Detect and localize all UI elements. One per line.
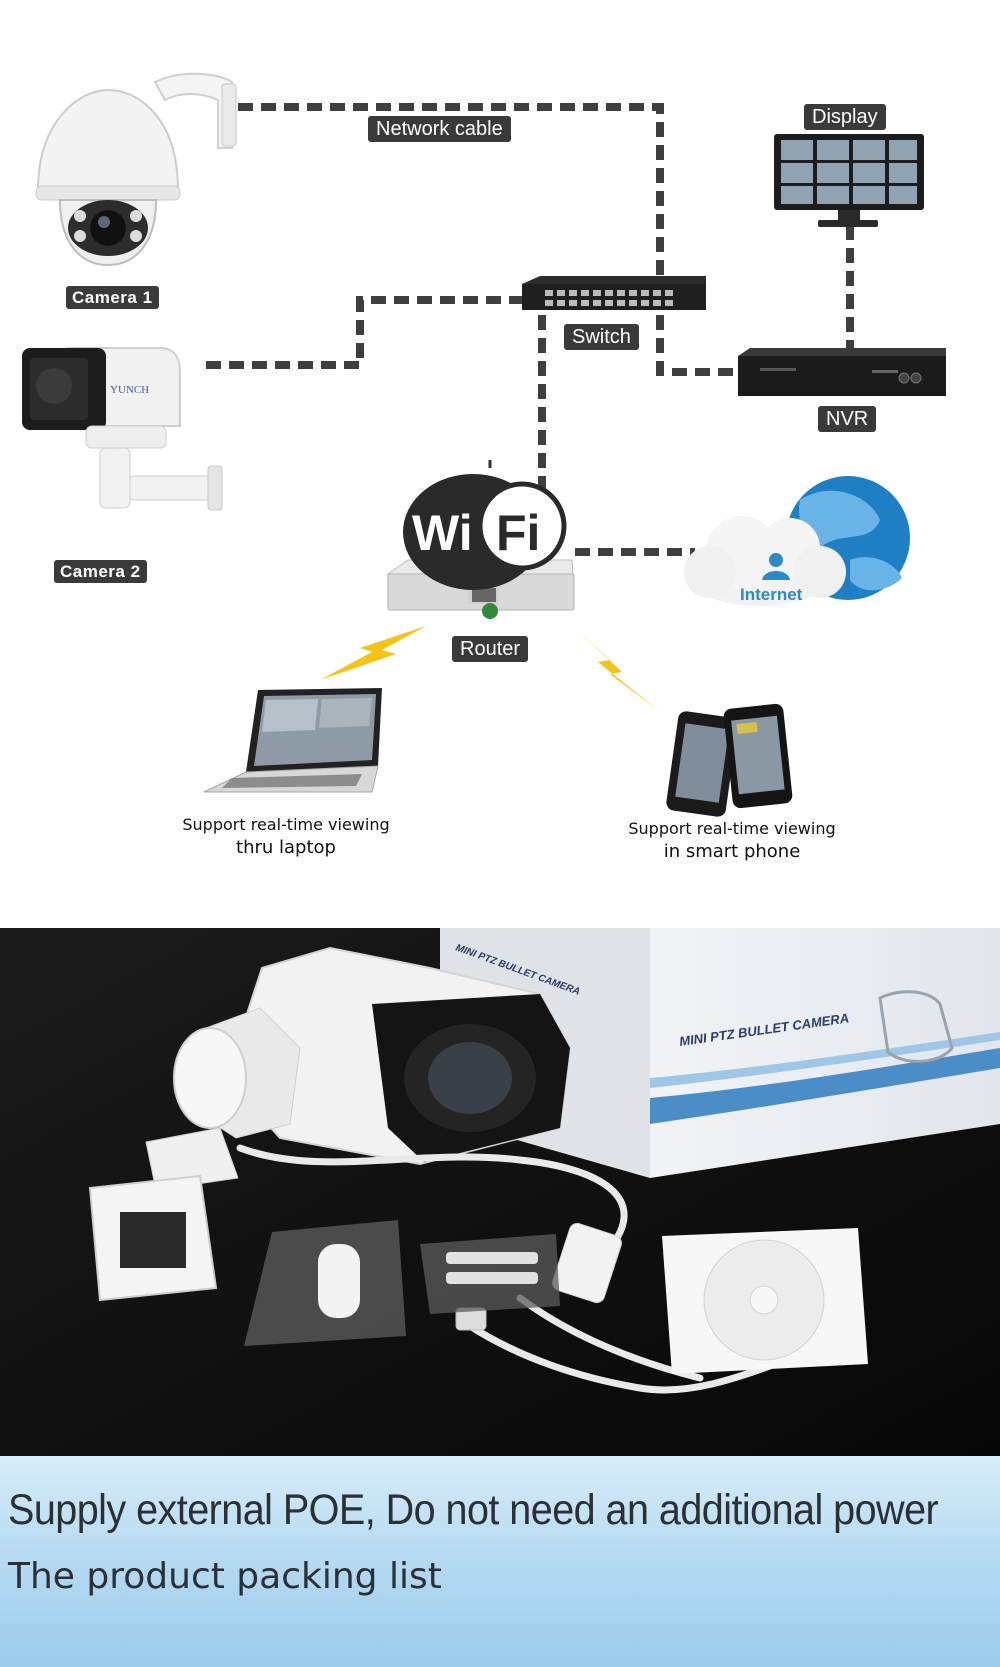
switch-icon	[522, 276, 706, 310]
cable-switch-nvr	[656, 315, 740, 376]
laptop-caption: Support real-time viewing thru laptop	[176, 814, 396, 860]
laptop-icon	[203, 688, 382, 793]
router-label: Router	[452, 636, 529, 662]
product-photo: MINI PTZ BULLET CAMERA MINI PTZ BULLET C…	[0, 928, 1000, 1456]
rj45-connector	[552, 1222, 622, 1304]
network-cable-label: Network cable	[368, 116, 511, 142]
display-icon	[774, 134, 924, 227]
network-diagram: YUNCH Wi Fi Internet	[22, 72, 946, 817]
cd-disc	[662, 1228, 868, 1374]
wifi-fi-text: Fi	[496, 505, 540, 561]
phone-caption: Support real-time viewing in smart phone	[620, 818, 844, 864]
info-banner: Supply external POE, Do not need an addi…	[0, 1456, 1000, 1667]
nvr-icon	[738, 348, 946, 396]
wireless-bolt-right	[575, 628, 660, 712]
cable-camera1-switch	[238, 103, 664, 280]
switch-label: Switch	[564, 324, 639, 350]
banner-poe-text: Supply external POE, Do not need an addi…	[8, 1486, 939, 1534]
camera2-brand-text: YUNCH	[110, 384, 149, 396]
network-cables	[206, 103, 854, 556]
accessory-bags	[244, 1220, 560, 1346]
camera1-label: Camera 1	[66, 286, 159, 309]
phone-caption-line2: in smart phone	[663, 841, 801, 862]
wireless-bolt-left	[320, 626, 426, 680]
smartphone-icon	[666, 703, 793, 817]
nvr-label: NVR	[818, 406, 877, 432]
wifi-logo: Wi Fi	[403, 474, 567, 590]
laptop-caption-line2: thru laptop	[236, 837, 336, 858]
camera2-icon	[22, 347, 223, 511]
camera2-label: Camera 2	[54, 560, 147, 583]
wifi-wi-text: Wi	[412, 505, 473, 561]
banner-packing-list-text: The product packing list	[8, 1556, 442, 1597]
internet-label: Internet	[740, 585, 803, 604]
phone-caption-line1: Support real-time viewing	[628, 819, 836, 838]
internet-icon	[684, 476, 910, 606]
laptop-caption-line1: Support real-time viewing	[182, 815, 390, 834]
camera1-icon	[35, 72, 237, 267]
cable-camera2-switch	[206, 296, 535, 369]
display-label: Display	[804, 104, 886, 130]
camera-body	[88, 946, 572, 1302]
